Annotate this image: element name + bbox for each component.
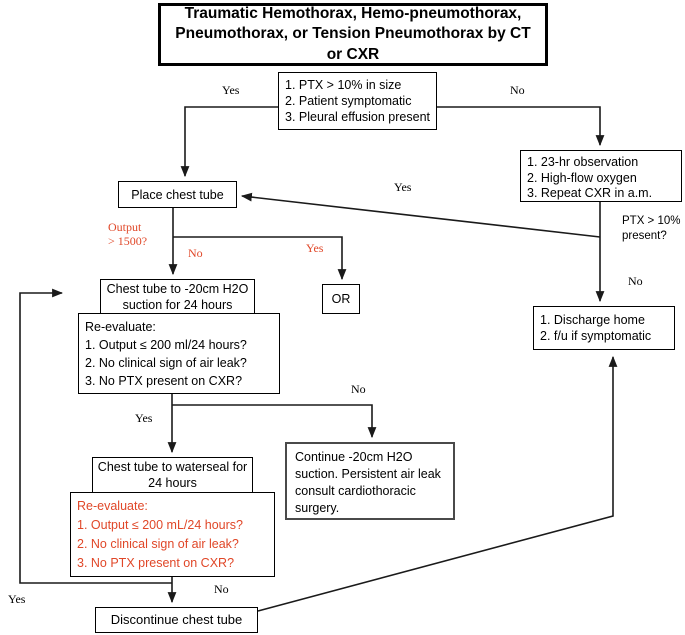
page-title: Traumatic Hemothorax, Hemo-pneumothorax,… xyxy=(175,4,531,63)
node-observation: 1. 23-hr observation 2. High-flow oxygen… xyxy=(520,150,682,202)
label-ptx-question: PTX > 10% present? xyxy=(622,214,681,244)
output-question-line: Output xyxy=(108,220,142,234)
suction-line: Chest tube to -20cm H2O xyxy=(106,281,249,296)
label-output-yes: Yes xyxy=(306,241,324,255)
edge-discontinue-to-discharge xyxy=(257,355,618,612)
observation-line: 1. 23-hr observation xyxy=(527,155,639,169)
discharge-line: 2. f/u if symptomatic xyxy=(540,329,652,343)
label-reeval-no: No xyxy=(351,382,366,396)
node-reevaluate-waterseal: Re-evaluate: 1. Output ≤ 200 mL/24 hours… xyxy=(70,492,275,577)
criteria-line: 3. Pleural effusion present xyxy=(285,110,431,124)
label-bottom-yes: Yes xyxy=(8,592,26,606)
reevaluate-line: Re-evaluate: xyxy=(85,320,156,334)
criteria-line: 1. PTX > 10% in size xyxy=(285,78,402,92)
reevaluate-red-line: 1. Output ≤ 200 mL/24 hours? xyxy=(77,518,243,532)
node-discharge: 1. Discharge home 2. f/u if symptomatic xyxy=(533,306,675,350)
ptx-question-line: PTX > 10% xyxy=(622,215,681,227)
node-criteria: 1. PTX > 10% in size 2. Patient symptoma… xyxy=(278,72,437,130)
label-output-no: No xyxy=(188,246,203,260)
reevaluate-red-line: Re-evaluate: xyxy=(77,499,148,513)
continue-line: suction. Persistent air leak xyxy=(295,467,441,481)
node-waterseal: Chest tube to waterseal for 24 hours xyxy=(92,457,253,493)
observation-line: 3. Repeat CXR in a.m. xyxy=(527,186,653,200)
reevaluate-line: 3. No PTX present on CXR? xyxy=(85,374,243,388)
node-suction: Chest tube to -20cm H2O suction for 24 h… xyxy=(100,279,255,314)
edge-criteria-no-to-observation xyxy=(437,106,605,147)
label-reeval-yes: Yes xyxy=(135,411,153,425)
label-output-question: Output > 1500? xyxy=(108,220,148,249)
discharge-line: 1. Discharge home xyxy=(540,313,645,327)
continue-line: consult cardiothoracic xyxy=(295,484,416,498)
node-continue-suction: Continue -20cm H2O suction. Persistent a… xyxy=(285,442,455,520)
waterseal-line: 24 hours xyxy=(148,476,197,490)
node-reevaluate-suction: Re-evaluate: 1. Output ≤ 200 ml/24 hours… xyxy=(78,313,280,394)
edge-output-yes-to-or xyxy=(173,236,347,281)
label-mid-yes: Yes xyxy=(394,180,412,194)
node-discontinue: Discontinue chest tube xyxy=(95,607,258,633)
label-top-yes: Yes xyxy=(222,83,240,97)
node-label: Discontinue chest tube xyxy=(110,611,243,627)
node-place-chest-tube: Place chest tube xyxy=(118,181,237,208)
ptx-question-line: present? xyxy=(622,229,667,242)
edge-ptx-yes-to-place-chest-tube xyxy=(240,192,601,238)
observation-line: 2. High-flow oxygen xyxy=(527,170,637,185)
label-ptx-no: No xyxy=(628,274,643,288)
output-question-line: > 1500? xyxy=(108,233,148,248)
edge-reevaluate-no-to-continue-suction xyxy=(172,404,377,439)
suction-line: suction for 24 hours xyxy=(122,297,233,312)
label-bottom-no: No xyxy=(214,582,229,596)
continue-line: Continue -20cm H2O xyxy=(295,450,413,464)
reevaluate-line: 2. No clinical sign of air leak? xyxy=(85,356,247,370)
reevaluate-red-line: 3. No PTX present on CXR? xyxy=(77,556,235,570)
criteria-line: 2. Patient symptomatic xyxy=(285,94,412,108)
node-label: OR xyxy=(331,292,351,306)
reevaluate-line: 1. Output ≤ 200 ml/24 hours? xyxy=(85,338,247,352)
label-top-no: No xyxy=(510,83,525,97)
edge-loop-back-to-suction xyxy=(19,288,172,584)
reevaluate-red-line: 2. No clinical sign of air leak? xyxy=(77,537,239,551)
title-box: Traumatic Hemothorax, Hemo-pneumothorax,… xyxy=(158,3,548,66)
edge-criteria-yes-to-place-chest-tube xyxy=(180,106,278,178)
node-or: OR xyxy=(322,284,360,314)
continue-line: surgery. xyxy=(295,501,340,515)
waterseal-line: Chest tube to waterseal for xyxy=(97,460,248,474)
node-label: Place chest tube xyxy=(131,187,224,202)
